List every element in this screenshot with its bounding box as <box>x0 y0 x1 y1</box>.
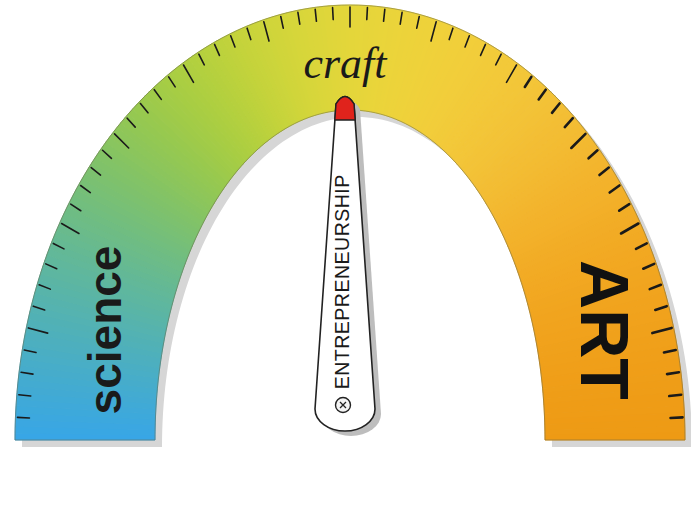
needle-label: ENTREPRENEURSHIP <box>333 174 353 389</box>
tick-mark <box>599 168 608 176</box>
tick-mark <box>465 36 469 47</box>
tick-mark <box>417 16 419 28</box>
tick-mark <box>247 28 251 39</box>
tick-mark <box>17 417 29 419</box>
tick-mark <box>184 65 194 82</box>
scale-label-top: craft <box>303 42 386 86</box>
dial-shadow <box>22 12 691 447</box>
screw-slot <box>340 402 346 408</box>
needle-tip <box>335 97 355 121</box>
tick-mark <box>496 54 501 65</box>
scale-label-left: science <box>82 246 128 415</box>
tick-mark <box>636 243 647 248</box>
tick-mark <box>140 103 148 112</box>
tick-mark <box>264 22 269 41</box>
tick-mark <box>669 395 681 396</box>
scale-label-right: ART <box>571 260 639 400</box>
tick-mark <box>481 44 486 55</box>
tick-mark <box>449 28 453 39</box>
tick-mark <box>332 8 334 20</box>
tick-mark <box>199 54 204 65</box>
dial-ticks <box>17 7 682 418</box>
tick-mark <box>215 44 220 55</box>
needle-body <box>315 97 375 432</box>
tick-mark <box>650 285 661 289</box>
dial-band <box>15 5 685 440</box>
tick-mark <box>169 77 176 87</box>
tick-mark <box>24 350 36 352</box>
tick-mark <box>552 103 560 112</box>
tick-mark <box>33 306 44 310</box>
tick-mark <box>431 22 436 41</box>
gauge-needle: ENTREPRENEURSHIP <box>312 92 378 437</box>
tick-mark <box>281 16 283 28</box>
tick-mark <box>671 416 683 419</box>
tick-mark <box>610 185 620 192</box>
tick-mark <box>315 9 316 21</box>
tick-mark <box>21 372 33 374</box>
tick-mark <box>28 328 47 333</box>
tick-mark <box>366 8 368 20</box>
dial-outline <box>15 5 685 440</box>
tick-mark <box>565 118 573 127</box>
tick-mark <box>400 12 402 24</box>
tick-mark <box>655 306 666 310</box>
tick-mark <box>154 90 161 100</box>
tick-mark <box>349 7 351 27</box>
tick-mark <box>62 224 79 234</box>
tick-mark <box>621 224 638 234</box>
tick-mark <box>53 243 64 248</box>
tick-mark <box>525 77 532 87</box>
tick-mark <box>384 9 385 21</box>
tick-mark <box>19 395 31 396</box>
tick-mark <box>507 65 517 82</box>
tick-mark <box>231 36 235 47</box>
tick-mark <box>103 150 112 158</box>
tick-mark <box>539 90 546 100</box>
tick-mark <box>619 204 629 211</box>
tick-mark <box>71 204 81 211</box>
tick-mark <box>664 350 676 352</box>
tick-mark <box>298 12 300 24</box>
band-segment <box>545 433 685 440</box>
tick-mark <box>91 168 100 176</box>
tick-mark <box>667 372 679 374</box>
tick-mark <box>115 134 129 148</box>
tick-mark <box>81 185 91 192</box>
tick-mark <box>589 150 598 158</box>
tick-mark <box>571 134 585 148</box>
tick-mark <box>652 328 671 333</box>
tick-mark <box>127 118 135 127</box>
tick-mark <box>643 264 654 269</box>
tick-mark <box>39 285 50 289</box>
needle-screw <box>336 398 351 413</box>
tick-mark <box>46 264 57 269</box>
